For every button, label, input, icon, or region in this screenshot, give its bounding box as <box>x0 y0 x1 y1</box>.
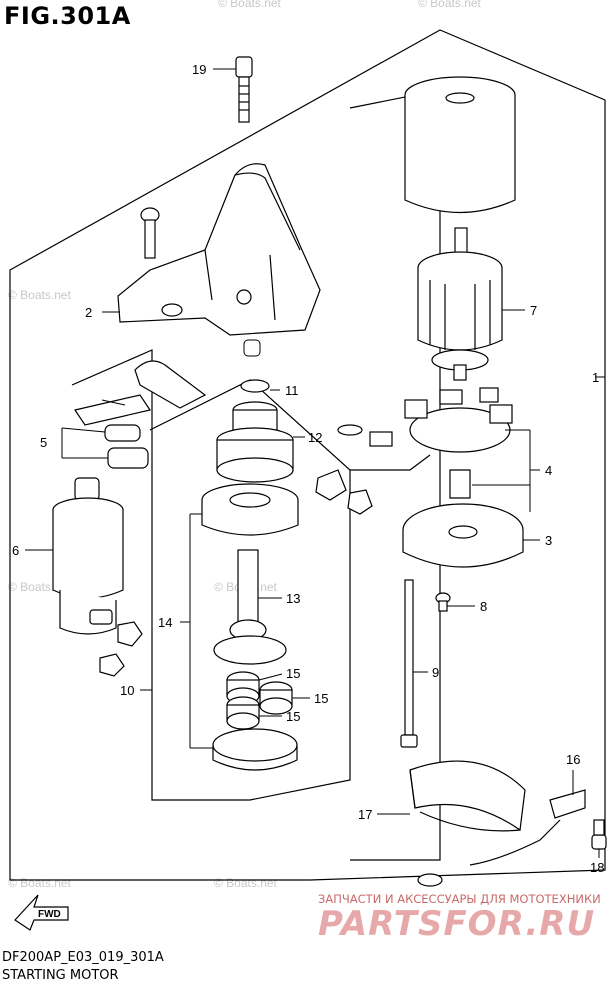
shaft-13 <box>213 549 287 665</box>
armature-7 <box>417 227 503 381</box>
callout-2: 2 <box>85 305 92 320</box>
watermark: © Boats.net <box>8 288 71 302</box>
callout-7: 7 <box>530 303 537 318</box>
fwd-arrow-icon: FWD <box>14 894 69 931</box>
through-bolt-9 <box>400 579 418 748</box>
solenoid-6 <box>52 477 143 677</box>
callout-15: 15 <box>314 691 328 706</box>
callout-13: 13 <box>286 591 300 606</box>
callout-5: 5 <box>40 435 47 450</box>
screw-8 <box>435 592 451 612</box>
callout-18: 18 <box>590 860 604 875</box>
callout-15: 15 <box>286 709 300 724</box>
fwd-label: FWD <box>38 909 61 920</box>
callout-16: 16 <box>566 752 580 767</box>
brand-logo: PARTSFOR.RU <box>318 904 596 944</box>
assembly-frame-10 <box>71 349 250 801</box>
end-cover-3 <box>402 503 524 568</box>
planetary-gear-15 <box>226 671 293 730</box>
bracket-16 <box>549 789 586 819</box>
leader-lines <box>25 68 605 858</box>
callout-4: 4 <box>545 463 552 478</box>
diagram-code: DF200AP_E03_019_301A <box>2 950 164 965</box>
bolt-housing <box>140 207 160 259</box>
diagram-name: STARTING MOTOR <box>2 968 119 983</box>
callout-10: 10 <box>120 683 134 698</box>
watermark: © Boats.net <box>218 0 281 10</box>
housing-2 <box>117 163 321 336</box>
assembly-frame-motor <box>349 89 441 861</box>
band-17 <box>409 760 561 887</box>
callout-14: 14 <box>158 615 172 630</box>
yoke <box>404 76 516 213</box>
callout-9: 9 <box>432 665 439 680</box>
callout-19: 19 <box>192 62 206 77</box>
callout-17: 17 <box>358 807 372 822</box>
callout-1: 1 <box>592 370 599 385</box>
callout-8: 8 <box>480 599 487 614</box>
callout-3: 3 <box>545 533 552 548</box>
callout-6: 6 <box>12 543 19 558</box>
brush-holder-4 <box>315 387 513 515</box>
internal-gear <box>212 728 298 771</box>
assembly-frame-1 <box>9 29 606 881</box>
callout-labels: 1 2 3 4 5 6 7 8 9 10 11 12 13 14 15 15 1… <box>12 62 604 875</box>
watermark: © Boats.net <box>418 0 481 10</box>
pinion-12 <box>216 379 294 483</box>
callout-15: 15 <box>286 666 300 681</box>
callout-11: 11 <box>285 383 299 398</box>
bolt-19 <box>235 56 253 123</box>
brand-tagline: ЗАПЧАСТИ И АКСЕССУАРЫ ДЛЯ МОТОТЕХНИКИ <box>318 892 601 906</box>
bushing <box>243 339 261 357</box>
bolt-18 <box>591 819 607 850</box>
callout-12: 12 <box>308 430 322 445</box>
drive-housing-14 <box>201 483 299 536</box>
figure-title: FIG.301A <box>4 2 131 30</box>
lever-5 <box>74 360 207 469</box>
